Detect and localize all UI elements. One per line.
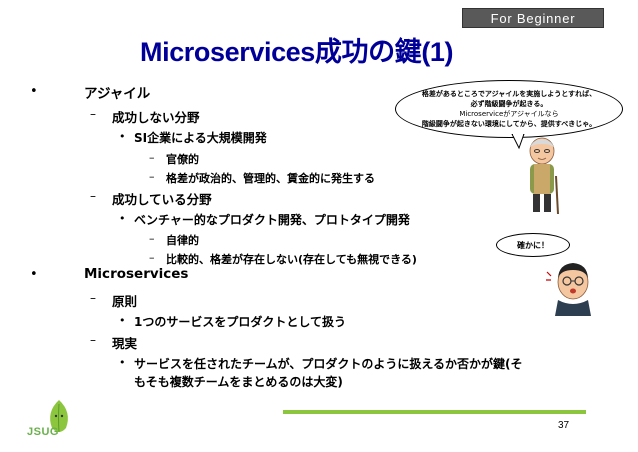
dash-marker: – [149,151,155,164]
bullet-gap-occurs: 格差が政治的、管理的、賃金的に発生する [166,172,375,185]
dash-marker: – [90,189,96,203]
dash-marker: – [149,170,155,183]
speech-bubble-young-man: 確かに！ [496,233,570,257]
bullet-no-gap: 比較的、格差が存在しない(存在しても無視できる) [166,253,417,266]
dot-marker: • [119,212,126,225]
bubble-line: 階級闘争が起きない環境にしてから、提供すべきじゃ。 [421,120,597,128]
dash-marker: – [149,232,155,245]
dot-marker: • [119,314,126,327]
dash-marker: – [149,251,155,264]
dot-marker: • [119,356,126,369]
bullet-si-large-dev: SI企業による大規模開発 [134,131,267,145]
bubble-line: 格差があるところでアジャイルを実施しようとすれば、 [421,90,597,98]
old-man-illustration [529,137,559,215]
speech-bubble-old-man: 格差があるところでアジャイルを実施しようとすれば、 必ず階級闘争が起きる。 Mi… [395,80,623,138]
bullet-marker: • [30,84,38,99]
bullet-reality: 現実 [112,336,138,351]
bullet-agile: アジャイル [84,86,151,102]
bullet-autonomous: 自律的 [166,234,199,247]
dash-marker: – [90,107,96,121]
bullet-agile-success: 成功している分野 [112,192,212,207]
leaf-logo-icon [50,400,68,433]
jsug-logo-text: JSUG [27,426,59,438]
bullet-marker: • [30,267,38,282]
for-beginner-badge: For Beginner [462,8,604,28]
bubble-tail [511,134,525,150]
bullet-microservices: Microservices [84,266,189,282]
bullet-agile-fail: 成功しない分野 [112,110,200,125]
footer-divider [283,410,586,414]
bullet-bureaucratic: 官僚的 [166,153,199,166]
bullet-principle: 原則 [112,294,138,309]
young-man-illustration [546,263,591,316]
dot-marker: • [119,130,126,143]
dash-marker: – [90,291,96,305]
bullet-service-as-product: 1つのサービスをプロダクトとして扱う [134,315,346,329]
dash-marker: – [90,333,96,347]
page-number: 37 [558,420,570,431]
bubble-line: Microserviceがアジャイルなら [459,110,559,118]
bubble-line: 必ず階級闘争が起きる。 [470,100,548,108]
slide-title: Microservices成功の鍵(1) [140,37,454,67]
bullet-team-key-line2: もそも複数チームをまとめるのは大変) [134,375,343,389]
bullet-venture-dev: ベンチャー的なプロダクト開発、プロトタイプ開発 [134,213,410,227]
bullet-team-key-line1: サービスを任されたチームが、プロダクトのように扱えるか否かが鍵(そ [134,357,523,371]
bubble-text: 確かに！ [517,240,549,250]
